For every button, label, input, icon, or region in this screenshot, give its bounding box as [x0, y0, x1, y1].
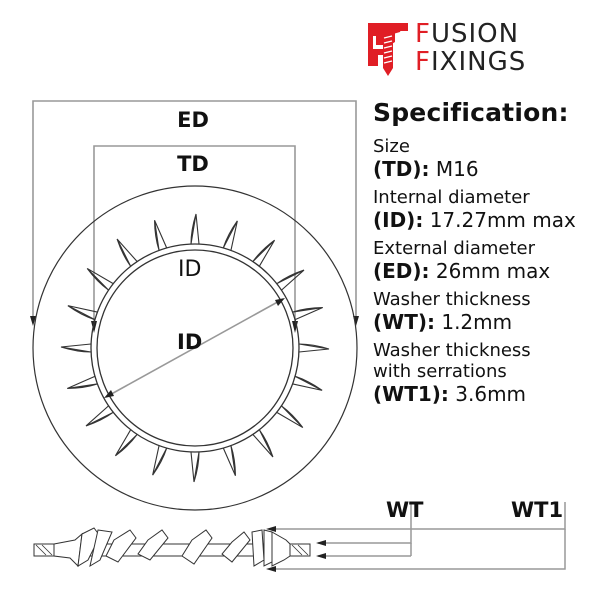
wt-arrow-upper-icon	[316, 540, 326, 546]
serration-teeth	[60, 213, 330, 483]
spec-item-external-diameter: External diameter (ED): 26mm max	[373, 238, 598, 284]
washer-ring-outer	[90, 243, 300, 453]
spec-value: 1.2mm	[441, 310, 513, 334]
spec-key: (ED):	[373, 259, 430, 283]
spec-item-washer-thickness-serrations: Washer thickness with serrations (WT1): …	[373, 340, 598, 407]
washer-ring-inner	[96, 249, 294, 447]
ff-screw-logo-icon	[368, 23, 408, 76]
ed-dimension-bracket	[32, 100, 357, 322]
spec-value: 3.6mm	[455, 382, 527, 406]
spec-item-size: Size (TD): M16	[373, 136, 598, 182]
hatching	[35, 544, 309, 556]
brand-line-2: FIXINGS	[415, 47, 527, 77]
spec-label: Internal diameter	[373, 187, 530, 208]
brand-line-1: FUSION	[415, 19, 520, 49]
spec-item-washer-thickness: Washer thickness (WT): 1.2mm	[373, 289, 598, 335]
id-arrow-lower-icon	[104, 390, 114, 398]
wt-dimension-lines	[318, 502, 412, 557]
wt-label: WT	[386, 498, 424, 522]
ed-label: ED	[177, 108, 209, 132]
washer-outer-circle	[32, 185, 358, 511]
td-left-arrow-icon	[91, 321, 97, 333]
wt1-dimension-lines	[270, 502, 566, 570]
brand-wordmark: FUSION FIXINGS	[415, 20, 526, 76]
wt-arrow-lower-icon	[316, 553, 326, 559]
specification-title: Specification:	[373, 98, 569, 127]
wt1-arrow-lower-icon	[266, 566, 276, 572]
id-top-label: ID	[178, 257, 202, 282]
spec-label: External diameter	[373, 238, 535, 259]
spec-key: (WT):	[373, 310, 435, 334]
id-diameter-line	[105, 298, 284, 398]
brand-line-2-rest: IXINGS	[430, 47, 527, 77]
specification-panel: Specification: Size (TD): M16 Internal d…	[373, 96, 598, 412]
td-dimension-bracket	[93, 145, 296, 330]
wt1-arrow-upper-icon	[266, 526, 276, 532]
spec-value: 17.27mm max	[429, 208, 576, 232]
spec-item-internal-diameter: Internal diameter (ID): 17.27mm max	[373, 187, 598, 233]
spec-key: (TD):	[373, 157, 430, 181]
id-arrow-upper-icon	[275, 298, 285, 306]
spec-value: M16	[435, 157, 479, 181]
brand-line-1-rest: USION	[430, 19, 520, 49]
spec-label: Washer thickness	[373, 340, 531, 361]
spec-value: 26mm max	[435, 259, 551, 283]
wt1-label: WT1	[511, 498, 564, 522]
spec-key: (ID):	[373, 208, 424, 232]
td-label: TD	[177, 152, 209, 176]
washer-side-profile	[33, 527, 311, 568]
spec-key: (WT1):	[373, 382, 449, 406]
spec-label: Size	[373, 136, 410, 157]
ed-left-arrow-icon	[30, 316, 36, 326]
spec-label: Washer thickness	[373, 289, 531, 310]
spec-label-2: with serrations	[373, 361, 507, 382]
id-center-label: ID	[177, 330, 203, 354]
